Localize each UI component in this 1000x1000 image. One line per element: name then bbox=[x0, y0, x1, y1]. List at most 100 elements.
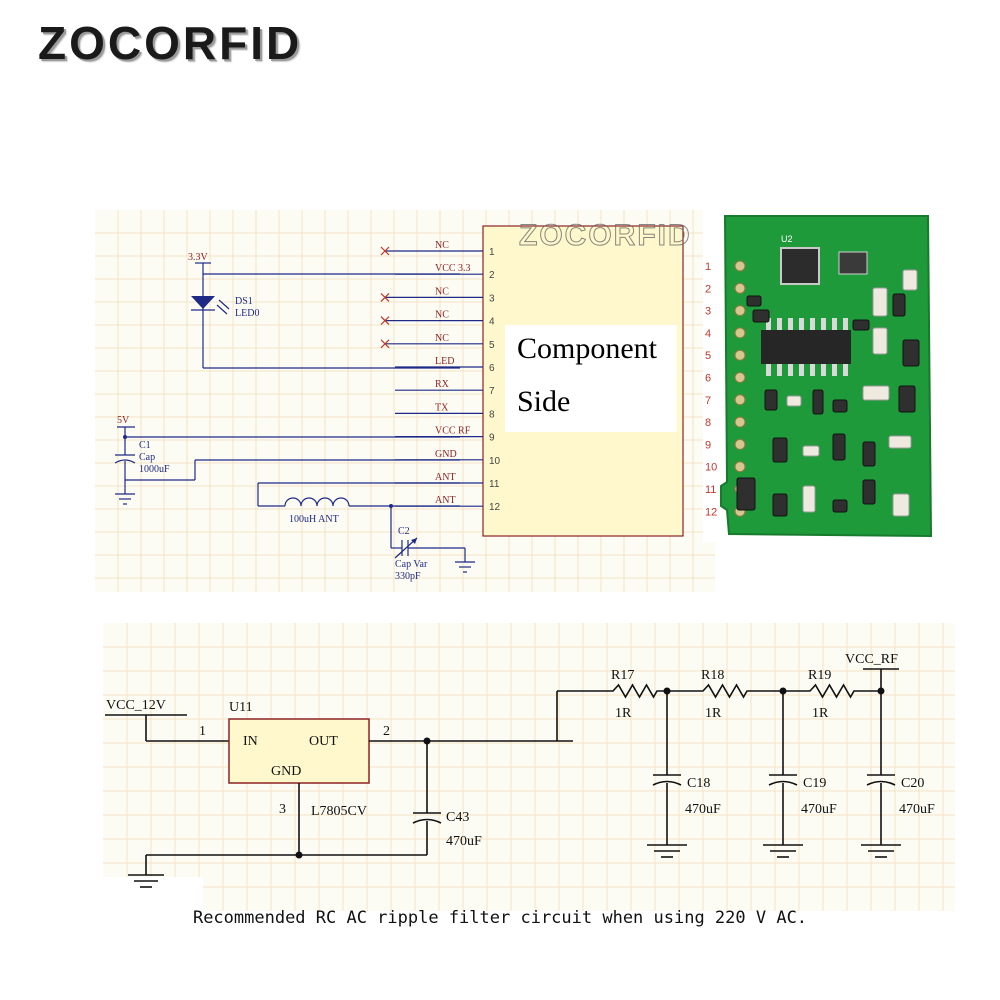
c2-ref: C2 bbox=[398, 526, 410, 537]
ground-icon bbox=[763, 844, 803, 858]
module-pin-6: LED 6 bbox=[395, 356, 495, 374]
capacitor-value: 470uF bbox=[685, 802, 721, 817]
capacitor-ref: C19 bbox=[803, 776, 826, 791]
board-pin-number: 2 bbox=[705, 283, 711, 295]
pin-number: 3 bbox=[489, 293, 495, 304]
board-pin-number: 8 bbox=[705, 417, 711, 429]
module-pin-3: NC3 bbox=[380, 286, 495, 304]
board-pin-number: 4 bbox=[705, 328, 711, 340]
pin-number: 5 bbox=[489, 340, 495, 351]
resistor-value: 1R bbox=[812, 706, 829, 721]
pin-number: 6 bbox=[489, 363, 495, 374]
resistor-value: 1R bbox=[705, 706, 722, 721]
vcc-rf-label: VCC_RF bbox=[845, 652, 898, 667]
main-ic bbox=[761, 330, 851, 364]
pin-pad bbox=[734, 438, 746, 450]
module-pin-5: NC 5 bbox=[380, 333, 495, 351]
pin-label: NC bbox=[435, 333, 449, 344]
capacitor-value: 470uF bbox=[899, 802, 935, 817]
led-ref: DS1 bbox=[235, 296, 253, 307]
board-pin-number: 7 bbox=[705, 395, 711, 407]
reg-ref: U11 bbox=[229, 700, 253, 715]
board-pin-number: 1 bbox=[705, 261, 711, 273]
u2-label: U2 bbox=[781, 234, 793, 244]
ground-icon bbox=[115, 493, 135, 505]
regulator-u11 bbox=[228, 718, 370, 784]
component-side-line1: Component bbox=[517, 332, 658, 365]
ground-icon bbox=[128, 874, 164, 888]
reg-part: L7805CV bbox=[311, 804, 367, 819]
pin-pad bbox=[734, 327, 746, 339]
board-pin-number: 5 bbox=[705, 350, 711, 362]
power-5v-label: 5V bbox=[117, 415, 130, 426]
pin-label: ANT bbox=[435, 472, 456, 483]
reg-pin2: 2 bbox=[383, 724, 390, 739]
pin-pad bbox=[734, 372, 746, 383]
board-pin-number: 10 bbox=[705, 462, 717, 474]
ground-icon bbox=[647, 844, 687, 858]
reg-pin3: 3 bbox=[279, 802, 286, 817]
module-pin-8: TX 8 bbox=[395, 402, 495, 420]
pin-number: 8 bbox=[489, 409, 495, 420]
no-connect-icon bbox=[380, 316, 390, 326]
c43-value: 470uF bbox=[446, 834, 482, 849]
resistor-ref: R17 bbox=[611, 668, 634, 683]
pin-pad bbox=[734, 394, 746, 406]
reg-gnd-label: GND bbox=[271, 764, 301, 779]
led-icon bbox=[191, 296, 230, 315]
pin-number: 2 bbox=[489, 270, 495, 281]
inductor-label: 100uH ANT bbox=[289, 514, 339, 525]
c2-value: 330pF bbox=[395, 571, 421, 582]
c1-type: Cap bbox=[139, 452, 155, 463]
component-side-box bbox=[505, 325, 677, 432]
no-connect-icon bbox=[380, 292, 390, 302]
resistor-value: 1R bbox=[615, 706, 632, 721]
no-connect-icon bbox=[380, 246, 390, 256]
pin-label: RX bbox=[435, 379, 450, 390]
board-pin-number: 6 bbox=[705, 373, 711, 385]
pin-label: GND bbox=[435, 449, 457, 460]
resistor-r19: R19 1R bbox=[783, 668, 881, 721]
pin-pad bbox=[734, 260, 746, 272]
c43-ref: C43 bbox=[446, 810, 469, 825]
pin-number: 1 bbox=[489, 247, 495, 258]
component-side-line2: Side bbox=[517, 385, 570, 418]
module-pin-4: NC4 bbox=[380, 310, 495, 328]
pin-label: TX bbox=[435, 402, 449, 413]
pin-number: 12 bbox=[489, 502, 501, 513]
board-pin-number: 9 bbox=[705, 439, 711, 451]
pin-pad bbox=[734, 282, 746, 294]
reg-out-label: OUT bbox=[309, 734, 338, 749]
pin-label: NC bbox=[435, 240, 449, 251]
pin-number: 9 bbox=[489, 433, 495, 444]
vcc-12v-label: VCC_12V bbox=[106, 698, 166, 713]
inductor-icon bbox=[284, 497, 350, 507]
pin-label: VCC 3.3 bbox=[435, 263, 471, 274]
c1-value: 1000uF bbox=[139, 464, 170, 475]
power-3v3-label: 3.3V bbox=[188, 252, 209, 263]
pin-number: 10 bbox=[489, 456, 501, 467]
reg-in-label: IN bbox=[243, 734, 258, 749]
caption: Recommended RC AC ripple filter circuit … bbox=[192, 908, 808, 928]
c2-type: Cap Var bbox=[395, 559, 428, 570]
capacitor-ref: C20 bbox=[901, 776, 924, 791]
pin-number: 4 bbox=[489, 317, 495, 328]
pin-pad bbox=[734, 416, 746, 428]
c43-capacitor-icon bbox=[412, 812, 442, 824]
resistor-ref: R18 bbox=[701, 668, 724, 683]
resistor-ref: R19 bbox=[808, 668, 831, 683]
pin-label: LED bbox=[435, 356, 454, 367]
resistor-r17: R17 1R bbox=[603, 668, 667, 721]
pin-label: VCC RF bbox=[435, 426, 471, 437]
watermark: ZOCORFID bbox=[519, 219, 692, 252]
no-connect-icon bbox=[380, 339, 390, 349]
pin-label: ANT bbox=[435, 495, 456, 506]
reg-pin1: 1 bbox=[199, 724, 206, 739]
board-pin-number: 11 bbox=[705, 484, 716, 496]
capacitor-value: 470uF bbox=[801, 802, 837, 817]
c1-ref: C1 bbox=[139, 440, 151, 451]
module-pin-7: RX7 bbox=[395, 379, 495, 397]
pin-pad bbox=[734, 349, 746, 361]
